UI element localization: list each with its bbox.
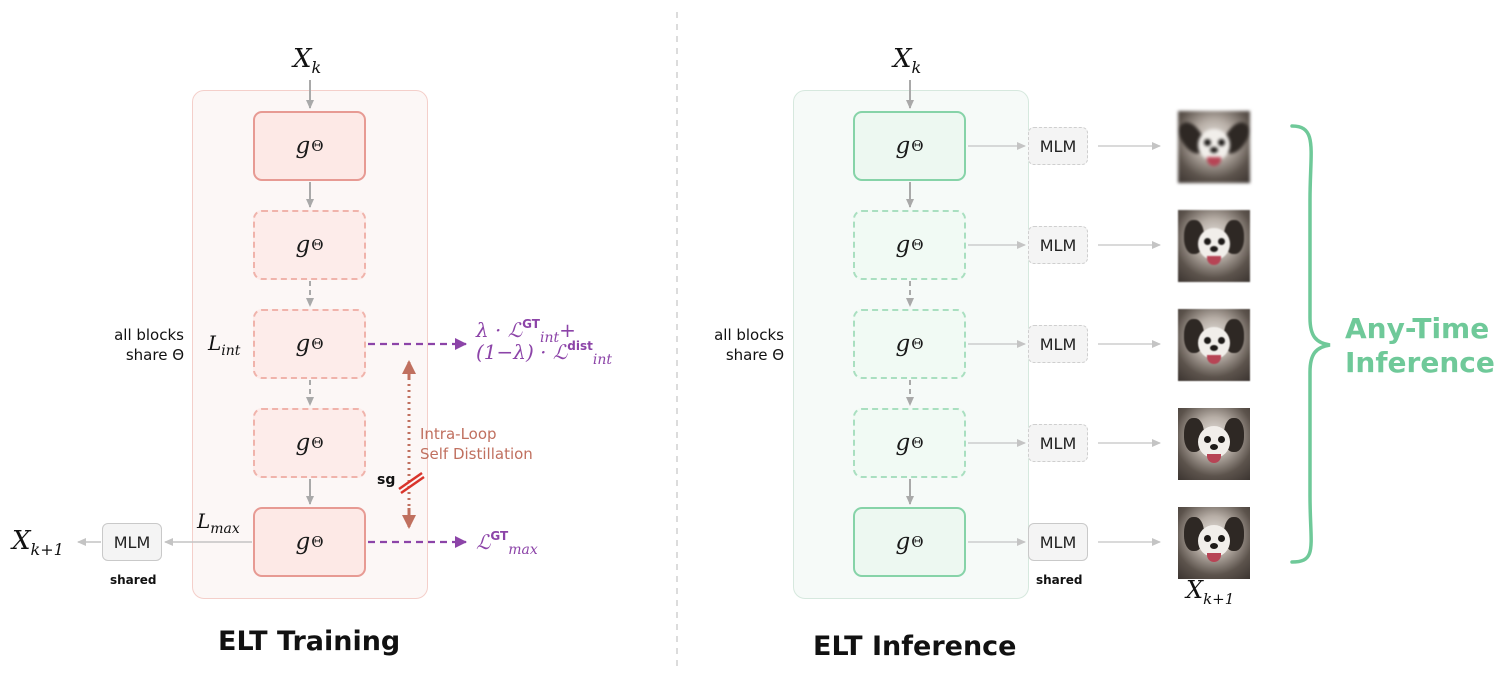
generated-image-5 [1178,507,1250,579]
generated-image-2 [1178,210,1250,282]
self-distillation-label: Intra-Loop Self Distillation [420,425,533,463]
generated-image-3 [1178,309,1250,381]
inference-output-label: Xk+1 [1186,576,1235,608]
training-mlm-head: MLM [102,523,162,561]
stop-gradient-label: sg [377,472,396,488]
training-share-note: all blocks share Θ [114,326,184,364]
l-max-label: Lmax [197,509,240,537]
generated-image-1 [1178,111,1250,183]
inference-mlm-4: MLM [1028,424,1088,462]
inference-title: ELT Inference [813,631,1017,662]
l-int-label: Lint [208,331,241,359]
inference-shared-label: shared [1036,573,1083,587]
training-shared-label: shared [110,573,157,587]
generated-image-4 [1178,408,1250,480]
intermediate-loss: λ · ℒGTint+ (1−λ) · ℒdistint [476,317,612,368]
training-input-label: Xk [293,44,322,78]
inference-input-label: Xk [893,44,922,78]
training-title: ELT Training [218,626,401,657]
inference-mlm-1: MLM [1028,127,1088,165]
inference-share-note: all blocks share Θ [714,326,784,364]
training-output-label: Xk+1 [12,526,64,560]
any-time-inference-label: Any-Time Inference [1345,312,1495,379]
inference-mlm-5: MLM [1028,523,1088,561]
max-loss: ℒGTmax [476,529,538,558]
inference-mlm-3: MLM [1028,325,1088,363]
inference-mlm-2: MLM [1028,226,1088,264]
